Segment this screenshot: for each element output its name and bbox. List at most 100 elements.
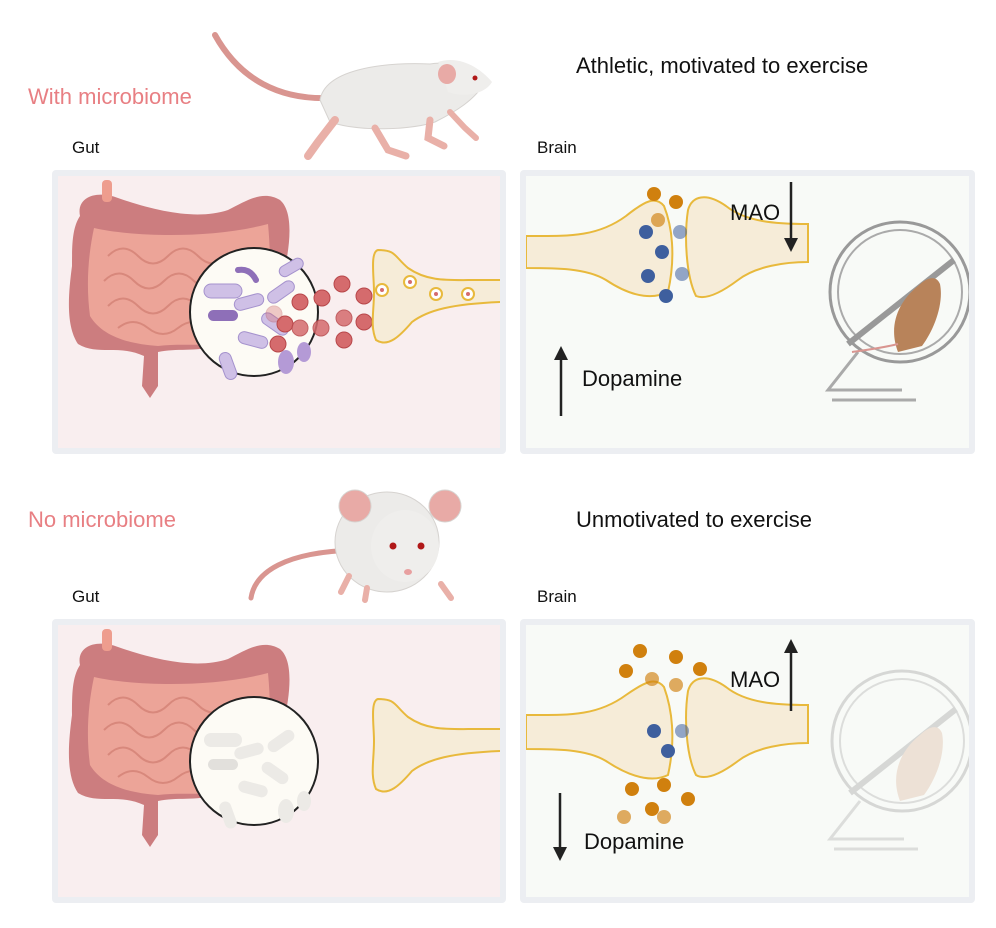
- gut-label: Gut: [72, 587, 100, 606]
- mao-molecule: [669, 650, 683, 664]
- dopamine-molecule: [661, 744, 675, 758]
- dopamine-arrow-down-icon: [553, 847, 567, 861]
- dopamine-molecule: [313, 289, 331, 307]
- bacterium: [278, 350, 294, 374]
- neuron-vesicles: [375, 275, 475, 301]
- gut-label: Gut: [72, 138, 100, 157]
- dopamine-molecule: [675, 267, 689, 281]
- gut-panel: [52, 170, 506, 454]
- rat-front-leg: [424, 116, 448, 150]
- dopamine-molecule: [335, 331, 353, 349]
- mao-molecule: [669, 678, 683, 692]
- resting-mouse: [896, 727, 943, 801]
- mouse-head: [371, 510, 439, 582]
- bacterium: [297, 342, 311, 362]
- exercise-wheel-inactive: [826, 669, 969, 851]
- dopamine-molecule: [269, 335, 287, 353]
- mouse-tail: [248, 547, 358, 601]
- rat-eye: [472, 75, 478, 81]
- dopamine-molecules-synapse: [647, 724, 689, 758]
- dopamine-molecule: [333, 275, 351, 293]
- mao-molecule: [693, 662, 707, 676]
- bacterium: [233, 293, 265, 311]
- outcome-label: Unmotivated to exercise: [576, 507, 812, 532]
- mao-molecule: [617, 810, 631, 824]
- mao-arrow-down-icon: [784, 238, 798, 252]
- rat-hind-leg-2: [371, 124, 410, 160]
- dopamine-molecule: [355, 313, 373, 331]
- bacterium: [237, 331, 269, 349]
- mao-molecule: [657, 778, 671, 792]
- esophagus-stub: [102, 629, 112, 651]
- microbiome-magnifier-empty: [189, 696, 319, 826]
- mao-molecule: [669, 195, 683, 209]
- mao-molecules: [617, 644, 707, 824]
- exercise-wheel: [824, 220, 969, 402]
- dopamine-molecule: [312, 319, 330, 337]
- dopamine-label: Dopamine: [584, 829, 685, 854]
- bacterium: [208, 310, 238, 321]
- bacterium: [278, 257, 304, 278]
- dopamine-molecule: [647, 724, 661, 738]
- rat-tail: [212, 32, 333, 102]
- mouse-nose: [404, 569, 412, 575]
- rat-hind-leg: [304, 116, 339, 160]
- dopamine-molecule: [655, 245, 669, 259]
- condition-label: No microbiome: [28, 507, 176, 532]
- postsynaptic-neuron: [685, 196, 809, 298]
- dopamine-molecules-synapse: [639, 225, 689, 303]
- running-mouse: [894, 278, 941, 352]
- presynaptic-neuron: [526, 680, 674, 780]
- esophagus-stub: [102, 180, 112, 202]
- dopamine-molecule: [659, 289, 673, 303]
- outcome-label: Athletic, motivated to exercise: [576, 53, 869, 78]
- dopamine-molecule: [673, 225, 687, 239]
- rat-ear: [438, 64, 456, 84]
- vagal-neuron-terminal: [371, 697, 500, 793]
- bacterium: [203, 283, 243, 299]
- sitting-mouse-illustration: [248, 489, 462, 603]
- dopamine-label: Dopamine: [582, 366, 683, 391]
- brain-label: Brain: [537, 587, 577, 606]
- dopamine-molecule: [291, 293, 309, 311]
- dopamine-molecule: [639, 225, 653, 239]
- brain-panel: MAO Dopamine: [520, 170, 975, 454]
- dopamine-molecule: [291, 319, 309, 337]
- mao-molecule: [619, 664, 633, 678]
- bacteria-group: [203, 257, 311, 381]
- dopamine-molecule: [335, 309, 353, 327]
- condition-label: With microbiome: [28, 84, 192, 109]
- dopamine-molecule: [355, 287, 373, 305]
- bacterium: [235, 266, 259, 283]
- mao-arrow-up-icon: [784, 639, 798, 653]
- mao-molecule: [657, 810, 671, 824]
- dopamine-arrow-up-icon: [554, 346, 568, 360]
- gut-panel: [52, 619, 506, 903]
- postsynaptic-neuron: [685, 677, 809, 779]
- rat-front-leg-2: [447, 109, 479, 141]
- mao-molecule: [645, 802, 659, 816]
- mao-molecule: [645, 672, 659, 686]
- mao-label: MAO: [730, 200, 781, 225]
- faded-bacteria-group: [204, 729, 311, 829]
- mouse-eye: [389, 542, 397, 550]
- gut-illustration: [68, 629, 500, 847]
- dopamine-molecule: [675, 724, 689, 738]
- bacterium: [218, 351, 238, 381]
- mouse-eye: [417, 542, 425, 550]
- mouse-ear: [338, 489, 372, 523]
- dopamine-molecule: [265, 305, 283, 323]
- mao-label: MAO: [730, 667, 781, 692]
- mouse-ear: [428, 489, 462, 523]
- mao-molecule: [625, 782, 639, 796]
- dopamine-molecule: [641, 269, 655, 283]
- mao-molecule: [681, 792, 695, 806]
- synapse-illustration: [526, 182, 969, 416]
- running-rat-illustration: [212, 32, 492, 160]
- bacterium: [267, 280, 295, 304]
- mao-molecule: [633, 644, 647, 658]
- presynaptic-neuron: [526, 199, 674, 298]
- gut-illustration: [68, 180, 500, 398]
- mao-molecule: [651, 213, 665, 227]
- brain-panel: MAO Dopamine: [520, 619, 975, 903]
